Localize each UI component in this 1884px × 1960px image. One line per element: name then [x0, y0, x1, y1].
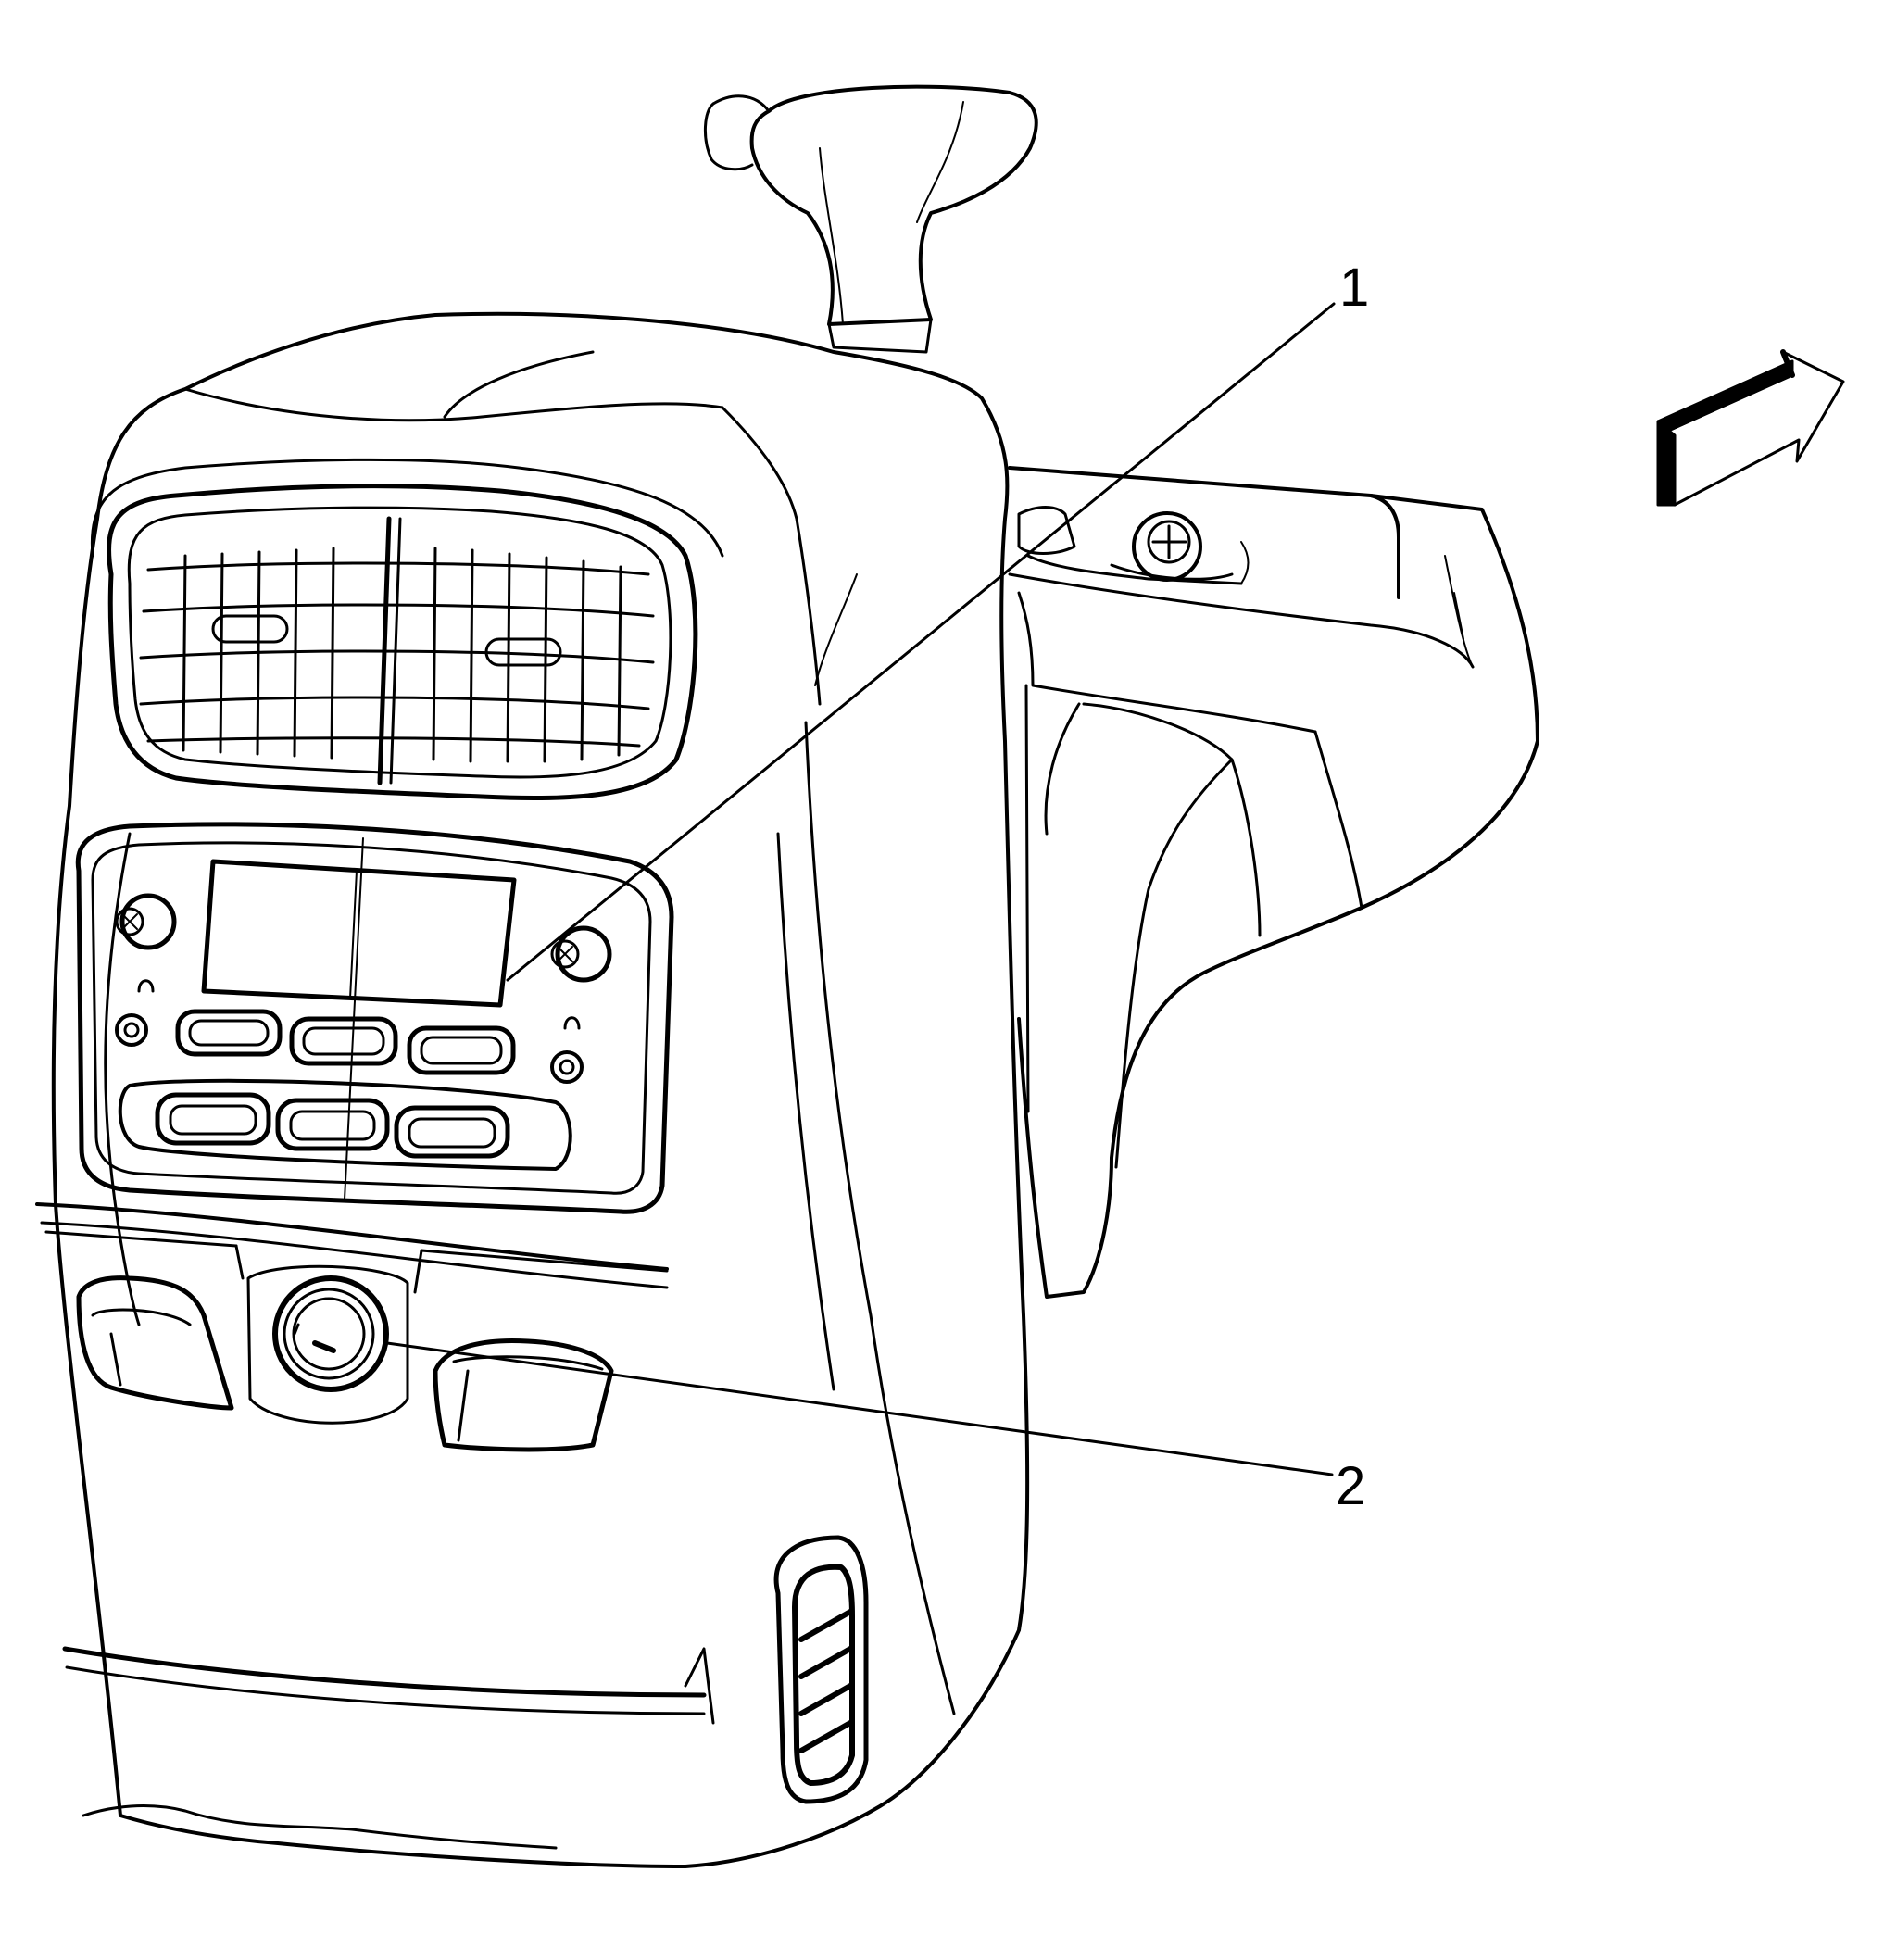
shift-lever	[703, 84, 1038, 354]
side-vent	[773, 1535, 869, 1804]
console-body	[35, 311, 1030, 1868]
callout-number-2: 2	[1336, 1456, 1366, 1516]
rear-control-panel	[75, 822, 674, 1214]
console-rear-section	[1008, 466, 1539, 1299]
direction-arrow-icon	[1656, 349, 1845, 507]
callout-number-1: 1	[1339, 258, 1370, 318]
lower-console-front	[44, 1230, 669, 1452]
leader-line-1	[506, 302, 1336, 982]
air-outlet	[90, 458, 724, 801]
leader-lines	[385, 302, 1336, 1476]
leader-line-2	[385, 1341, 1334, 1476]
